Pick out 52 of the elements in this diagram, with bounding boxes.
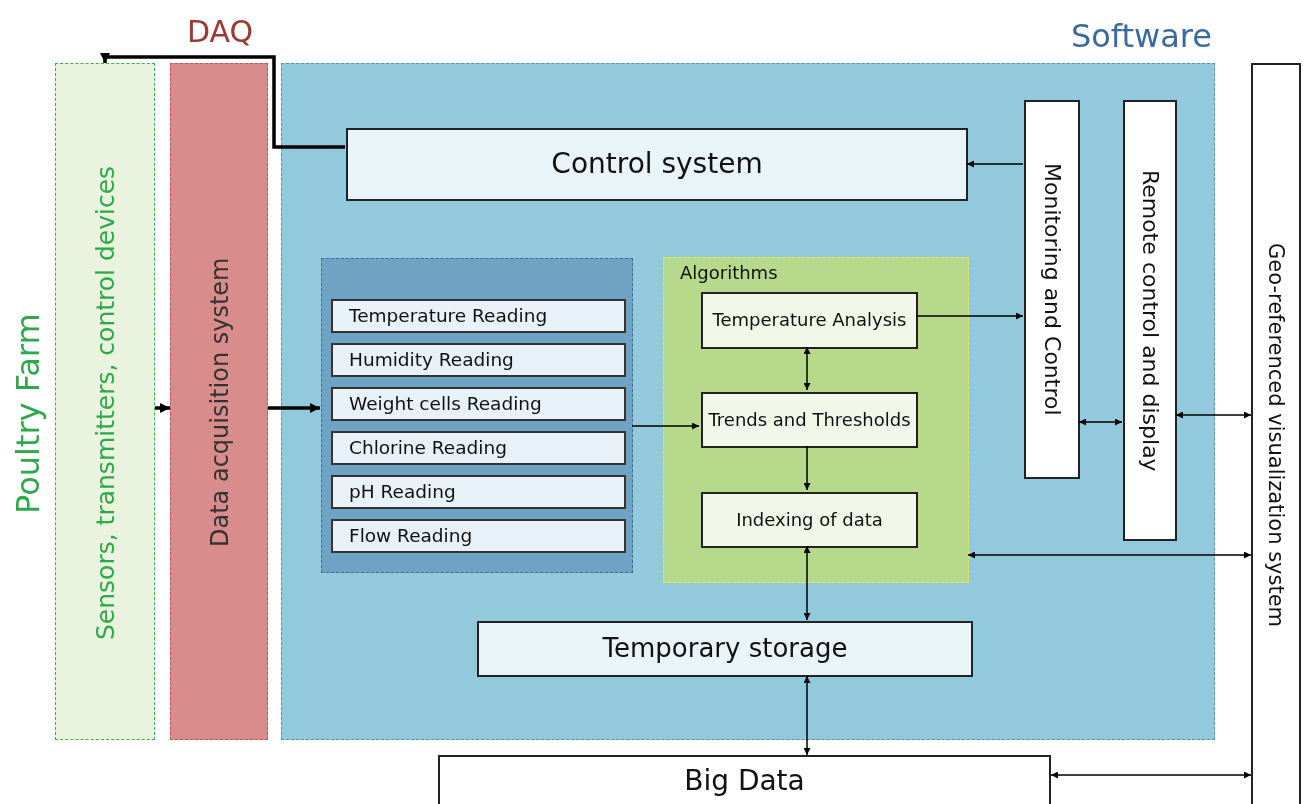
- band-label: Sensors, transmitters, control devices: [89, 164, 121, 642]
- arrow: [631, 422, 700, 430]
- band-heading: Poultry Farm: [8, 312, 48, 517]
- arrow: [803, 346, 811, 391]
- reading-box: [331, 475, 626, 509]
- arrow: [803, 445, 811, 491]
- reading-box: [331, 519, 626, 553]
- arrow: [915, 312, 1024, 320]
- box-label: Flow Reading: [348, 524, 474, 549]
- box-label: Indexing of data: [735, 507, 884, 532]
- arrow: [967, 551, 1252, 559]
- arrow: [155, 403, 170, 413]
- storage-box: [477, 621, 973, 677]
- reading-box: [331, 431, 626, 465]
- process-box: [346, 128, 968, 201]
- box-label: Control system: [550, 146, 764, 183]
- arrow: [1078, 418, 1123, 426]
- system-box: [1251, 63, 1301, 804]
- box-label: Geo-referenced visualization system: [1263, 242, 1290, 630]
- box-label: Humidity Reading: [348, 348, 515, 373]
- arrow: [803, 675, 811, 756]
- panel-heading: Software: [1069, 15, 1212, 57]
- arrow: [966, 160, 1024, 168]
- process-box: [701, 392, 918, 448]
- group-box: [321, 258, 633, 573]
- box-label: Monitoring and Control: [1038, 162, 1066, 418]
- process-box: [701, 292, 918, 349]
- reading-box: [331, 299, 626, 333]
- arrow: [1050, 771, 1252, 779]
- reading-box: [331, 343, 626, 377]
- group-box: [663, 257, 969, 583]
- box-label: Weight cells Reading: [348, 392, 543, 417]
- box-label: Remote control and display: [1136, 168, 1164, 474]
- box-label: Temperature Reading: [348, 304, 549, 329]
- process-box: [701, 492, 918, 548]
- box-label: Temperature Analysis: [711, 308, 908, 333]
- arrow: [803, 545, 811, 621]
- process-box: [1123, 100, 1177, 541]
- band-heading: DAQ: [185, 12, 255, 51]
- arrow: [1175, 411, 1252, 419]
- arrow: [100, 53, 345, 149]
- storage-box: [438, 755, 1051, 804]
- reading-box: [331, 387, 626, 421]
- box-label: Temporary storage: [601, 632, 849, 666]
- box-label: Trends and Thresholds: [707, 407, 912, 432]
- box-label: Big Data: [683, 762, 806, 799]
- band-label: Data acquisition system: [205, 256, 236, 550]
- arrow: [268, 403, 320, 413]
- group-heading: Algorithms: [680, 260, 779, 285]
- process-box: [1024, 100, 1080, 479]
- box-label: pH Reading: [348, 480, 457, 505]
- box-label: Chlorine Reading: [348, 436, 508, 461]
